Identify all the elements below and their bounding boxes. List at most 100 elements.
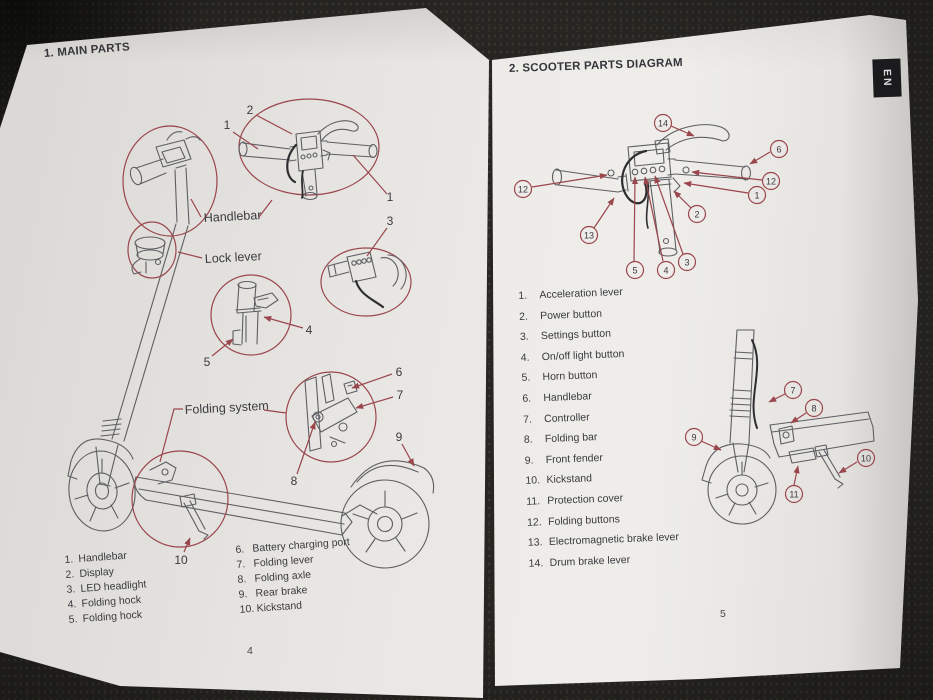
circled-callout: 5 (625, 176, 645, 280)
language-tab: EN (872, 58, 902, 98)
callout-number: 6 (776, 145, 781, 155)
item-number: 7. (236, 558, 246, 571)
callout-number: 4 (306, 323, 313, 337)
item-number: 8. (237, 573, 247, 586)
item-number: 5. (68, 613, 78, 626)
item-number: 8. (523, 433, 533, 447)
item-number: 10. (239, 602, 255, 616)
bell-cable-art (286, 143, 298, 184)
right-page-number: 5 (720, 608, 726, 620)
magnifier-circle-handlebar (238, 98, 380, 196)
callout-number: 6 (396, 365, 403, 379)
magnifier-circle-kickstand (131, 450, 229, 548)
item-label: Rear brake (255, 584, 308, 600)
handlebar-diagram: 14 6 12 1 2 12 13 (513, 113, 789, 280)
callout-number: 2 (247, 103, 254, 117)
front-assembly-line-art (701, 329, 875, 525)
item-label: Display (79, 565, 115, 580)
callout-number: 7 (397, 388, 404, 402)
circled-callout: 6 (749, 139, 789, 165)
item-label: Settings button (540, 327, 612, 343)
callout-number: 3 (684, 258, 689, 268)
circled-callout: 7 (768, 380, 803, 403)
item-number: 12. (526, 515, 542, 529)
item-number: 6. (235, 543, 245, 556)
item-label: Drum brake lever (549, 553, 631, 569)
circled-callout: 1 (683, 181, 767, 205)
handlebar-line-art (551, 124, 752, 257)
callout-number: 14 (658, 119, 668, 129)
stem-cable-art (751, 339, 759, 429)
language-tab-label: EN (880, 68, 894, 88)
item-number: 11. (526, 495, 541, 508)
parts-list-left-col2: 6.Battery charging port 7.Folding lever … (235, 535, 354, 618)
callout-number: 8 (291, 474, 298, 488)
item-label: Front fender (545, 451, 604, 466)
item-label: Folding bar (544, 431, 598, 446)
item-label: Power button (539, 307, 603, 322)
callout-number: 10 (861, 454, 871, 464)
callout-number: 13 (584, 231, 594, 241)
item-number: 3. (66, 583, 76, 596)
item-label: Electromagnetic brake lever (548, 531, 680, 549)
left-page-number: 4 (247, 645, 253, 657)
item-label: Folding buttons (547, 512, 621, 528)
callout-number: 1 (754, 191, 759, 201)
callout-number: 3 (387, 214, 394, 228)
item-number: 4. (67, 598, 77, 611)
item-number: 5. (521, 371, 531, 385)
parts-list-right: 1.Acceleration lever 2.Power button 3.Se… (518, 280, 680, 574)
callout-number: 9 (396, 430, 403, 444)
callout-number: 8 (811, 404, 816, 414)
item-number: 13. (527, 536, 543, 549)
handlebar-closeup-art (238, 120, 378, 201)
item-label: Horn button (542, 369, 598, 384)
circled-callout: 10 (838, 448, 876, 474)
magnifier-circle-folding-system (285, 371, 377, 463)
parts-list-left-col1: 1.Handlebar 2.Display 3.LED headlight 4.… (64, 547, 149, 627)
display-closeup-art (129, 131, 201, 225)
item-number: 9. (238, 588, 248, 601)
magnifier-circle-lock-lever (127, 221, 177, 279)
callout-number: 4 (663, 266, 668, 276)
circled-callout: 3 (654, 175, 697, 272)
item-label: Handlebar (543, 390, 592, 405)
cable-art (645, 182, 650, 229)
circled-callout: 2 (673, 190, 707, 224)
callout-number: 12 (518, 185, 528, 195)
magnifier-circle-folding-hook (210, 274, 292, 356)
item-number: 4. (520, 351, 530, 364)
bell-loop-art (621, 149, 648, 205)
headlight-art (327, 251, 407, 290)
callout-number: 1 (224, 118, 231, 132)
item-number: 2. (65, 568, 75, 581)
circled-callout: 4 (643, 176, 676, 280)
callout-number: 9 (691, 433, 696, 443)
folding-system-label: Folding system (184, 399, 269, 417)
scooter-line-art (67, 223, 435, 569)
folding-hook-art (232, 280, 279, 346)
circled-callout: 13 (579, 197, 615, 245)
lock-lever-label: Lock lever (204, 249, 262, 266)
circled-callout: 9 (684, 427, 722, 451)
magnifier-circle-headlight (320, 247, 412, 317)
circled-callout: 12 (691, 169, 781, 191)
handlebar-label: Handlebar (203, 208, 261, 225)
callout-number: 5 (632, 266, 637, 276)
item-number: 9. (524, 454, 534, 467)
brake-cable-art (300, 170, 304, 199)
circled-callout: 14 (653, 113, 695, 137)
folding-system-art (304, 373, 358, 452)
item-label: Handlebar (78, 549, 128, 565)
circled-callout: 8 (790, 398, 824, 424)
item-label: Acceleration lever (539, 285, 624, 302)
item-number: 1. (64, 553, 74, 566)
circled-callout: 11 (784, 465, 804, 504)
lock-lever-art (131, 236, 166, 275)
item-number: 6. (522, 392, 532, 405)
callout-number: 1 (387, 190, 394, 204)
callout-number: 7 (790, 386, 795, 396)
item-label: Protection cover (547, 492, 624, 507)
